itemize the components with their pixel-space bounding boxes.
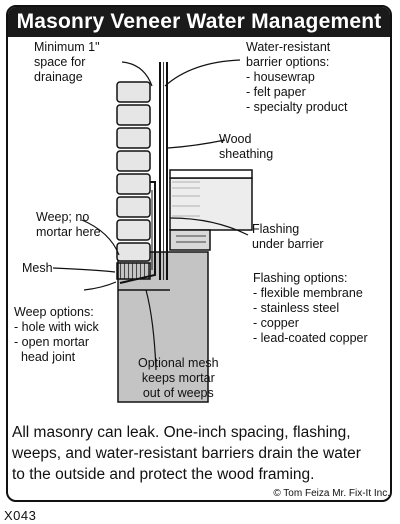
label-optional-mesh-line: out of weeps bbox=[142, 386, 214, 400]
sill-plate bbox=[169, 229, 211, 251]
diagram-title: Masonry Veneer Water Management bbox=[8, 7, 390, 37]
label-mesh: Mesh bbox=[22, 261, 53, 275]
label-weep-option: - open mortar bbox=[14, 335, 90, 349]
label-barrier: Water-resistant barrier options: - house… bbox=[246, 40, 347, 115]
label-weep-option: head joint bbox=[14, 350, 76, 364]
rim-joist bbox=[169, 177, 253, 231]
label-flashing-options: Flashing options: - flexible membrane - … bbox=[253, 271, 368, 346]
label-sheathing-line: sheathing bbox=[219, 147, 274, 161]
label-space-line: space for bbox=[34, 55, 86, 69]
label-optional-mesh-line: Optional mesh bbox=[138, 356, 219, 370]
label-sheathing: Wood sheathing bbox=[219, 132, 273, 162]
floor-deck bbox=[169, 169, 253, 179]
label-optional-mesh: Optional mesh keeps mortar out of weeps bbox=[138, 356, 219, 401]
label-flashing-option: - stainless steel bbox=[253, 301, 340, 315]
label-flashing-option: - copper bbox=[253, 316, 299, 330]
label-barrier-line: Water-resistant bbox=[246, 40, 331, 54]
label-sheathing-line: Wood bbox=[219, 132, 252, 146]
label-barrier-line: - specialty product bbox=[246, 100, 348, 114]
label-flashing-under: Flashing under barrier bbox=[252, 222, 324, 252]
label-weep-line: mortar here bbox=[36, 225, 101, 239]
credit: © Tom Feiza Mr. Fix-It Inc. bbox=[273, 488, 390, 499]
label-space-line: drainage bbox=[34, 70, 83, 84]
label-space: Minimum 1" space for drainage bbox=[34, 40, 100, 85]
label-barrier-line: barrier options: bbox=[246, 55, 330, 69]
label-flashing-line: under barrier bbox=[252, 237, 324, 251]
label-flashing-line: Flashing bbox=[252, 222, 300, 236]
label-weep-option: - hole with wick bbox=[14, 320, 99, 334]
label-weep: Weep; no mortar here bbox=[36, 210, 101, 240]
diagram-frame: Masonry Veneer Water Management bbox=[6, 5, 392, 502]
caption: All masonry can leak. One-inch spacing, … bbox=[12, 424, 361, 483]
label-weep-options: Weep options: - hole with wick - open mo… bbox=[14, 305, 99, 365]
figure-code: X043 bbox=[4, 508, 37, 523]
label-flashing-option: - flexible membrane bbox=[253, 286, 363, 300]
label-optional-mesh-line: keeps mortar bbox=[141, 371, 215, 385]
label-barrier-line: - housewrap bbox=[246, 70, 315, 84]
flashing bbox=[119, 181, 156, 284]
label-flashing-option: Flashing options: bbox=[253, 271, 348, 285]
brick-veneer bbox=[116, 81, 151, 262]
label-barrier-line: - felt paper bbox=[246, 85, 306, 99]
label-flashing-option: - lead-coated copper bbox=[253, 331, 368, 345]
label-weep-option: Weep options: bbox=[14, 305, 94, 319]
label-weep-line: Weep; no bbox=[36, 210, 90, 224]
label-space-line: Minimum 1" bbox=[34, 40, 100, 54]
